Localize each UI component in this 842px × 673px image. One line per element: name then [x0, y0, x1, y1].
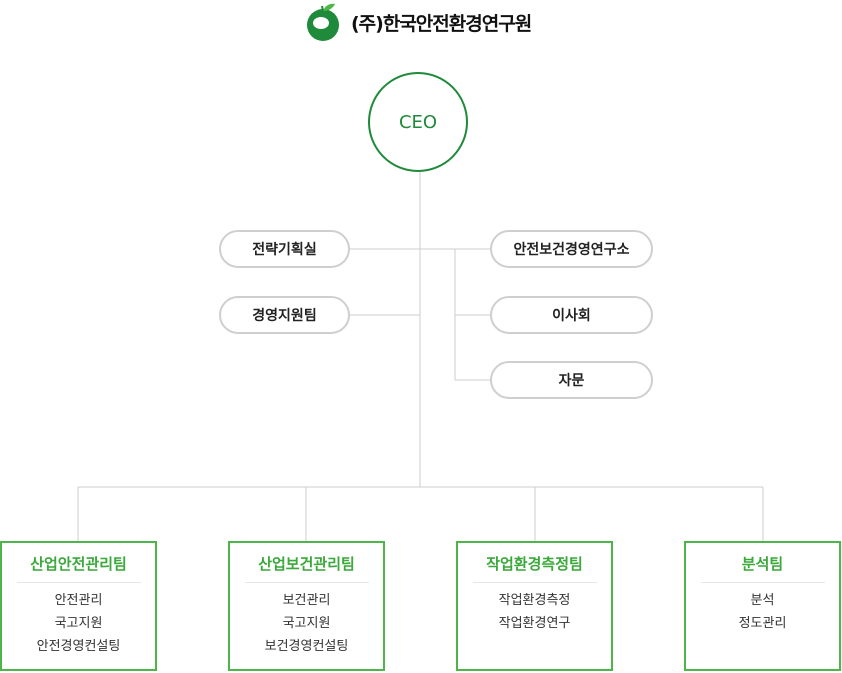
team-duty-item: 보건관리 [282, 593, 331, 608]
unit-advisory: 자문 [490, 361, 653, 399]
unit-label: 이사회 [552, 308, 591, 324]
team-duty-item: 정도관리 [738, 616, 787, 631]
team-industrial-health: 산업보건관리팀 보건관리 국고지원 보건경영컨설팅 [228, 541, 385, 671]
team-analysis: 분석팀 분석 정도관리 [684, 541, 841, 671]
team-duty-item: 작업환경연구 [498, 616, 571, 631]
team-duty-item: 안전경영컨설팅 [36, 639, 121, 654]
unit-label: 자문 [558, 373, 585, 389]
unit-label: 경영지원팀 [252, 308, 317, 324]
team-divider [16, 582, 141, 583]
team-duty-item: 안전관리 [54, 593, 103, 608]
unit-board-of-directors: 이사회 [490, 296, 653, 334]
unit-label: 전략기획실 [252, 242, 317, 258]
team-duty-item: 국고지원 [54, 616, 103, 631]
team-title: 분석팀 [741, 555, 784, 573]
team-duty-item: 분석 [750, 593, 775, 608]
team-duty-item: 국고지원 [282, 616, 331, 631]
team-work-environment: 작업환경측정팀 작업환경측정 작업환경연구 [456, 541, 613, 671]
team-title: 작업환경측정팀 [486, 555, 583, 573]
unit-management-support: 경영지원팀 [219, 296, 350, 334]
unit-label: 안전보건경영연구소 [513, 242, 630, 258]
company-logo: (주)한국안전환경연구원 [303, 2, 532, 42]
team-divider [472, 582, 597, 583]
team-duty-item: 보건경영컨설팅 [264, 639, 349, 654]
apple-leaf-logo-icon [307, 3, 339, 41]
team-title: 산업보건관리팀 [258, 555, 355, 573]
team-industrial-safety: 산업안전관리팀 안전관리 국고지원 안전경영컨설팅 [0, 541, 157, 671]
unit-research-institute: 안전보건경영연구소 [490, 230, 653, 268]
team-divider [244, 582, 369, 583]
unit-strategy-planning: 전략기획실 [219, 230, 350, 268]
team-divider [700, 582, 825, 583]
team-duty-item: 작업환경측정 [498, 593, 571, 608]
team-title: 산업안전관리팀 [30, 555, 127, 573]
ceo-node: CEO [368, 72, 468, 172]
ceo-label: CEO [398, 111, 438, 133]
company-name: (주)한국안전환경연구원 [351, 12, 532, 35]
